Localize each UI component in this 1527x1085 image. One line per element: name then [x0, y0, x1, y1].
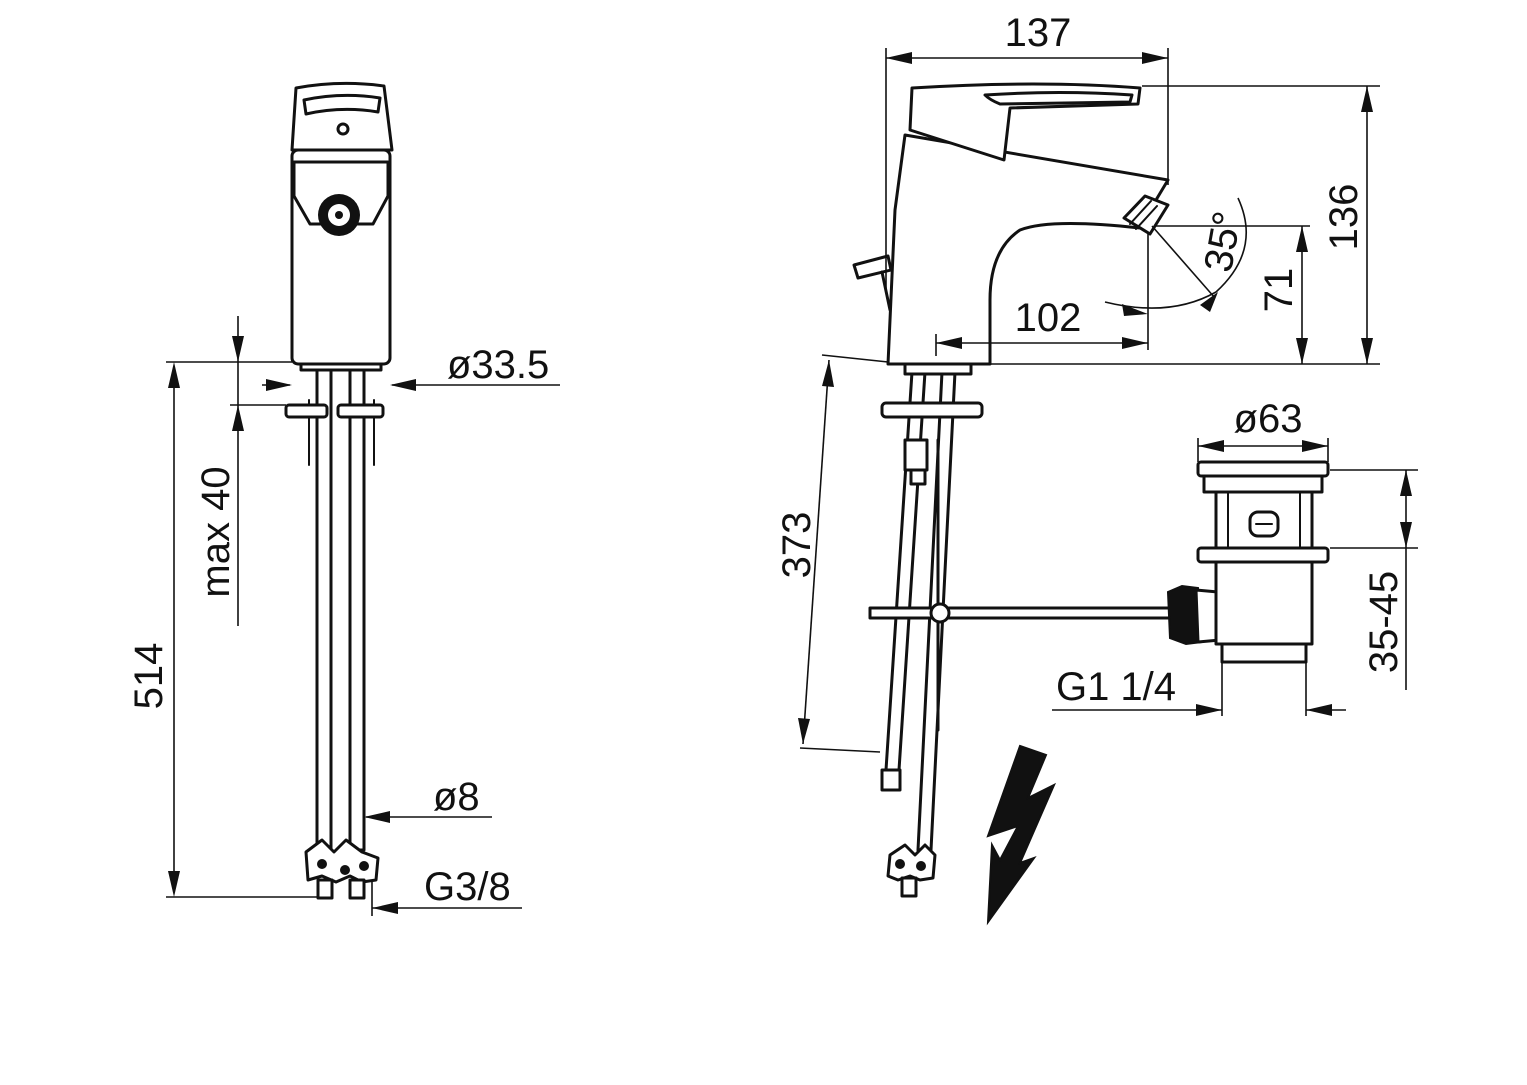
dimension-angle: 35°	[1104, 197, 1250, 316]
dimension-height: 136	[990, 85, 1380, 365]
label-angle: 35°	[1196, 208, 1250, 275]
label-mount-thickness: max 40	[194, 466, 238, 597]
label-spout-height: 71	[1257, 268, 1301, 313]
dimension-projection: 102	[935, 234, 1149, 356]
dimension-body-diameter: ø33.5	[262, 343, 560, 391]
front-hoses	[308, 366, 375, 852]
label-projection: 102	[1015, 296, 1082, 340]
dimension-plug-diameter: ø63	[1197, 397, 1329, 462]
dimension-mount-thickness: max 40	[194, 316, 286, 626]
side-view: 137 136 71 102	[775, 11, 1380, 898]
dimension-length: 137	[885, 11, 1169, 290]
label-plug-diameter: ø63	[1234, 397, 1303, 441]
label-hose-diameter: ø8	[433, 775, 480, 819]
side-hoses	[880, 370, 957, 898]
label-hose-length: 373	[775, 512, 819, 579]
waste-body	[1196, 460, 1330, 664]
front-connectors	[304, 838, 380, 900]
dimension-total-height: 514	[127, 361, 318, 898]
front-body	[290, 81, 394, 366]
waste-valve: ø63 35-45 G1 1/4	[868, 397, 1418, 716]
dimension-spout-height: 71	[1156, 225, 1310, 364]
label-length: 137	[1005, 11, 1072, 55]
dimension-waste-thread: G1 1/4	[1052, 662, 1346, 716]
dimension-hose-diameter: ø8	[364, 775, 492, 823]
label-hose-thread: G3/8	[424, 865, 511, 909]
lightning-bolt-icon	[986, 744, 1057, 926]
pop-up-rod	[868, 584, 1222, 646]
side-mounting-bracket	[880, 362, 984, 419]
label-body-diameter: ø33.5	[447, 343, 549, 387]
label-height: 136	[1322, 184, 1366, 251]
front-view: 514 max 40 ø33.5 ø8 G	[127, 81, 560, 916]
label-total-height: 514	[127, 643, 171, 710]
dimension-hose-length: 373	[775, 354, 889, 753]
dimension-hose-thread: G3/8	[371, 865, 522, 916]
dimension-clamp-range: 35-45	[1330, 469, 1418, 690]
front-mounting-bracket	[284, 360, 385, 419]
label-clamp-range: 35-45	[1362, 571, 1406, 673]
label-waste-thread: G1 1/4	[1056, 665, 1176, 709]
side-body	[852, 82, 1170, 366]
